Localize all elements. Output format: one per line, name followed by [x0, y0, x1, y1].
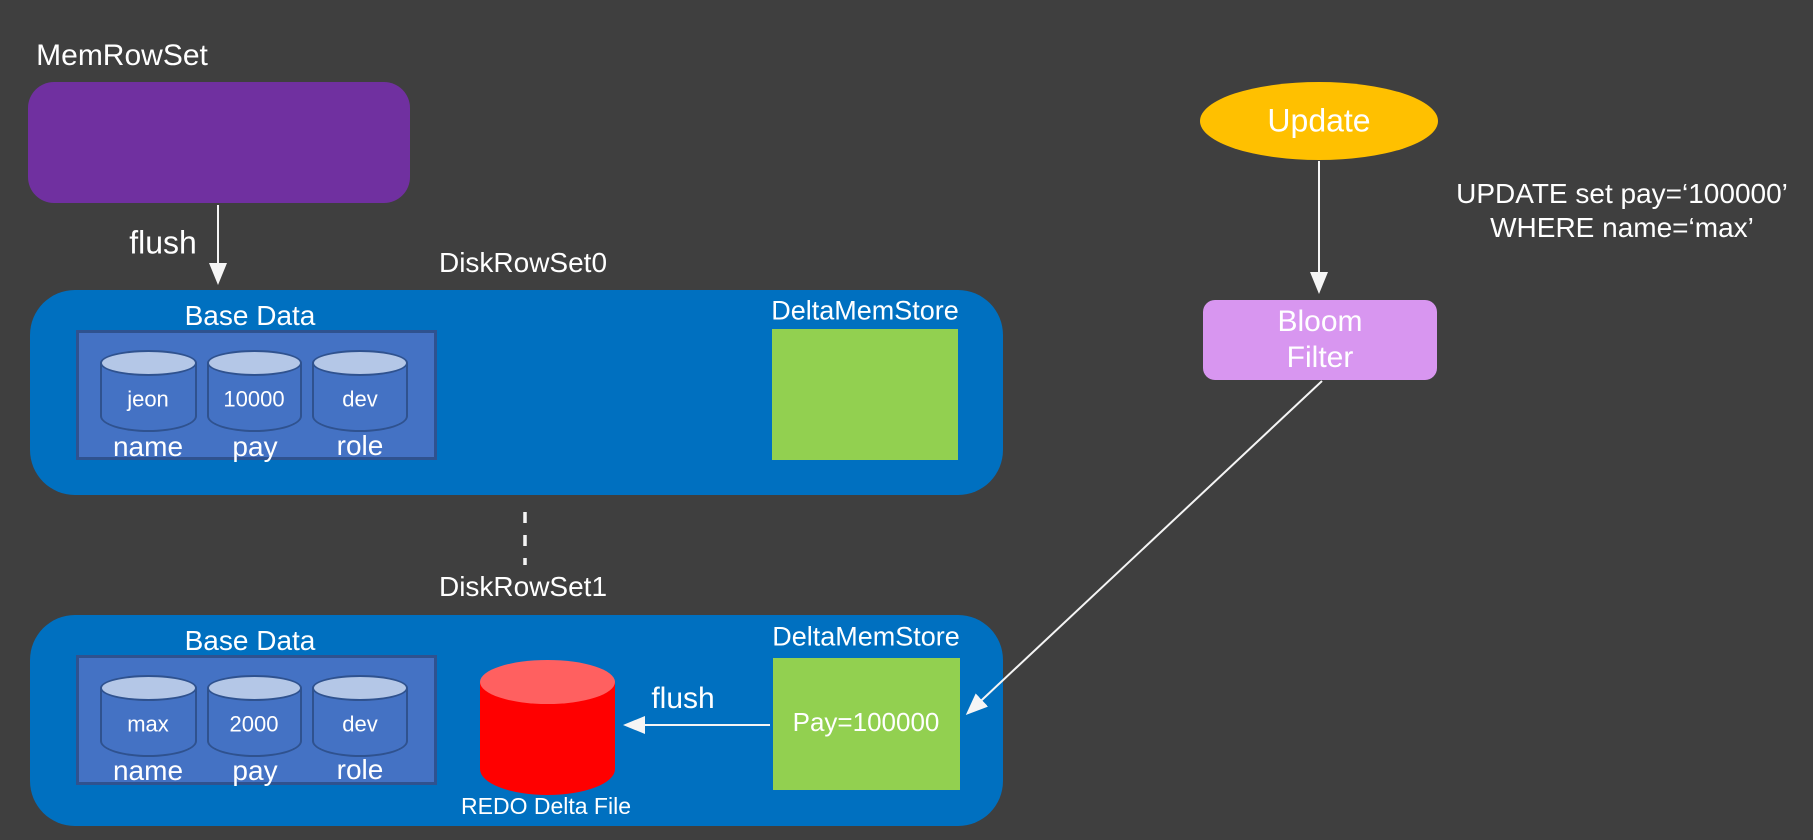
diskrowset0-value-role: dev	[342, 386, 378, 412]
diskrowset0-cylinder-role	[312, 350, 408, 432]
query-line2: WHERE name=‘max’	[1490, 211, 1754, 243]
diskrowset1-cylinder-role	[312, 675, 408, 757]
diskrowset0-value-pay: 10000	[223, 386, 285, 412]
diskrowset1-value-role: dev	[342, 711, 378, 737]
diskrowset1-cylinder-pay	[207, 675, 302, 757]
diskrowset0-value-name: jeon	[127, 386, 169, 412]
bloom-filter-line2: Filter	[1286, 340, 1354, 374]
memrowset-box	[28, 82, 410, 203]
diskrowset0-deltamemstore-label: DeltaMemStore	[771, 295, 959, 326]
cylinder-top	[312, 675, 408, 701]
diskrowset0-label: DiskRowSet0	[438, 246, 608, 278]
cylinder-top	[312, 350, 408, 376]
query-line1: UPDATE set pay=‘100000’	[1456, 177, 1788, 209]
diskrowset1-value-pay: 2000	[229, 711, 279, 737]
diskrowset0-cylinder-name	[100, 350, 197, 432]
flush-label-top: flush	[129, 224, 197, 261]
bloom-filter-line1: Bloom	[1277, 304, 1363, 338]
diskrowset1-value-name: max	[127, 711, 169, 737]
deltamemstore-content: Pay=100000	[792, 707, 940, 738]
diskrowset1-colname-role: role	[336, 753, 384, 785]
diskrowset0-deltamemstore-box	[772, 329, 958, 460]
diskrowset0-cylinder-pay	[207, 350, 302, 432]
diskrowset0-colname-name: name	[112, 430, 184, 462]
cylinder-top	[207, 350, 302, 376]
diskrowset0-base-data-label: Base Data	[184, 299, 316, 331]
diskrowset1-deltamemstore-box	[773, 658, 960, 790]
cylinder-top	[480, 660, 615, 704]
bloom-filter-box	[1203, 300, 1437, 380]
redo-delta-file-label: REDO Delta File	[461, 792, 631, 819]
diskrowset1-label: DiskRowSet1	[438, 570, 608, 602]
redo-delta-file-cylinder	[480, 660, 615, 795]
update-ellipse	[1200, 82, 1438, 160]
cylinder-top	[100, 675, 197, 701]
diskrowset1-colname-name: name	[112, 754, 184, 786]
diskrowset1-base-data-label: Base Data	[184, 624, 316, 656]
cylinder-top	[207, 675, 302, 701]
diskrowset0-colname-pay: pay	[232, 430, 278, 462]
diskrowset1-colname-pay: pay	[232, 754, 278, 786]
cylinder-top	[100, 350, 197, 376]
diskrowset0-colname-role: role	[336, 429, 384, 461]
diskrowset1-cylinder-name	[100, 675, 197, 757]
bloom-to-deltamemstore-arrow	[965, 380, 1323, 716]
diskrowset1-deltamemstore-label: DeltaMemStore	[772, 621, 960, 652]
update-label: Update	[1267, 102, 1371, 139]
flush-label-drs1: flush	[651, 681, 715, 715]
memrowset-label: MemRowSet	[36, 38, 208, 72]
